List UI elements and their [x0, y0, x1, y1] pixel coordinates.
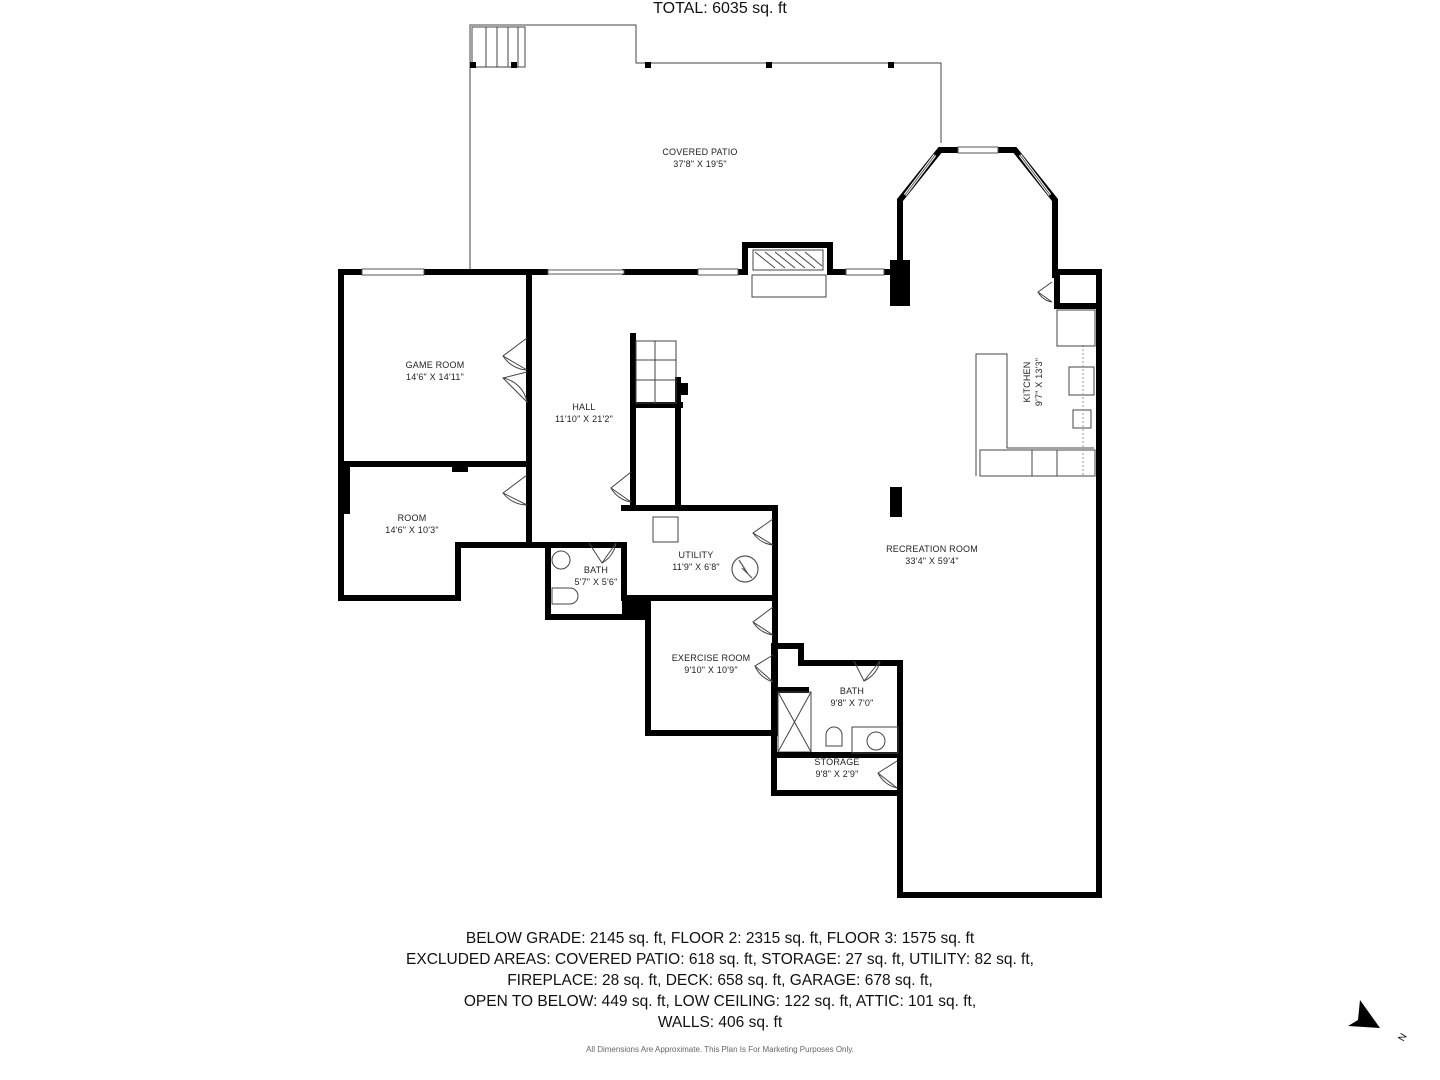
area-line-2: EXCLUDED AREAS: COVERED PATIO: 618 sq. f… [406, 951, 1034, 968]
area-line-1: BELOW GRADE: 2145 sq. ft, FLOOR 2: 2315 … [465, 930, 975, 947]
floor-plan: COVERED PATIO 37'8" X 19'5" GAME ROOM 14… [338, 24, 1102, 898]
covered-patio-outline [469, 24, 942, 270]
compass: N [1344, 1000, 1414, 1055]
north-label: N [1397, 1032, 1410, 1044]
room-dims-game-room: 14'6" X 14'11" [406, 372, 464, 382]
exterior-walls [338, 146, 1102, 898]
room-name-covered-patio: COVERED PATIO [662, 147, 737, 157]
doors [502, 281, 1053, 789]
room-labels: COVERED PATIO 37'8" X 19'5" GAME ROOM 14… [385, 147, 1044, 779]
room-dims-utility: 11'9" X 6'8" [672, 562, 720, 572]
area-line-4: OPEN TO BELOW: 449 sq. ft, LOW CEILING: … [463, 993, 977, 1010]
room-dims-recreation-room: 33'4" X 59'4" [905, 556, 958, 566]
room-name-utility: UTILITY [679, 550, 714, 560]
room-dims-storage: 9'8" X 2'9" [815, 769, 858, 779]
interior-walls [341, 269, 1102, 798]
room-dims-exercise-room: 9'10" X 10'9" [684, 665, 737, 675]
room-name-room: ROOM [398, 513, 427, 523]
room-dims-bath-2: 9'8" X 7'0" [830, 698, 873, 708]
room-name-bath-1: BATH [584, 565, 608, 575]
room-name-hall: HALL [572, 402, 595, 412]
room-dims-hall: 11'10" X 21'2" [555, 414, 613, 424]
room-name-bath-2: BATH [840, 686, 864, 696]
room-name-exercise-room: EXERCISE ROOM [672, 653, 751, 663]
fixtures [551, 550, 899, 754]
room-name-kitchen: KITCHEN [1022, 362, 1032, 403]
room-dims-bath-1: 5'7" X 5'6" [574, 577, 617, 587]
room-name-storage: STORAGE [814, 757, 859, 767]
north-arrow-icon: N [1348, 1000, 1410, 1044]
area-line-3: FIREPLACE: 28 sq. ft, DECK: 658 sq. ft, … [507, 972, 933, 989]
total-area: TOTAL: 6035 sq. ft [653, 0, 787, 17]
room-dims-kitchen: 9'7" X 13'3" [1034, 358, 1044, 406]
disclaimer: All Dimensions Are Approximate. This Pla… [586, 1045, 854, 1054]
area-line-5: WALLS: 406 sq. ft [657, 1014, 783, 1031]
room-name-recreation-room: RECREATION ROOM [886, 544, 978, 554]
room-dims-covered-patio: 37'8" X 19'5" [673, 159, 726, 169]
room-dims-room: 14'6" X 10'3" [385, 525, 438, 535]
area-breakdown: BELOW GRADE: 2145 sq. ft, FLOOR 2: 2315 … [0, 928, 1440, 1033]
room-name-game-room: GAME ROOM [406, 360, 465, 370]
